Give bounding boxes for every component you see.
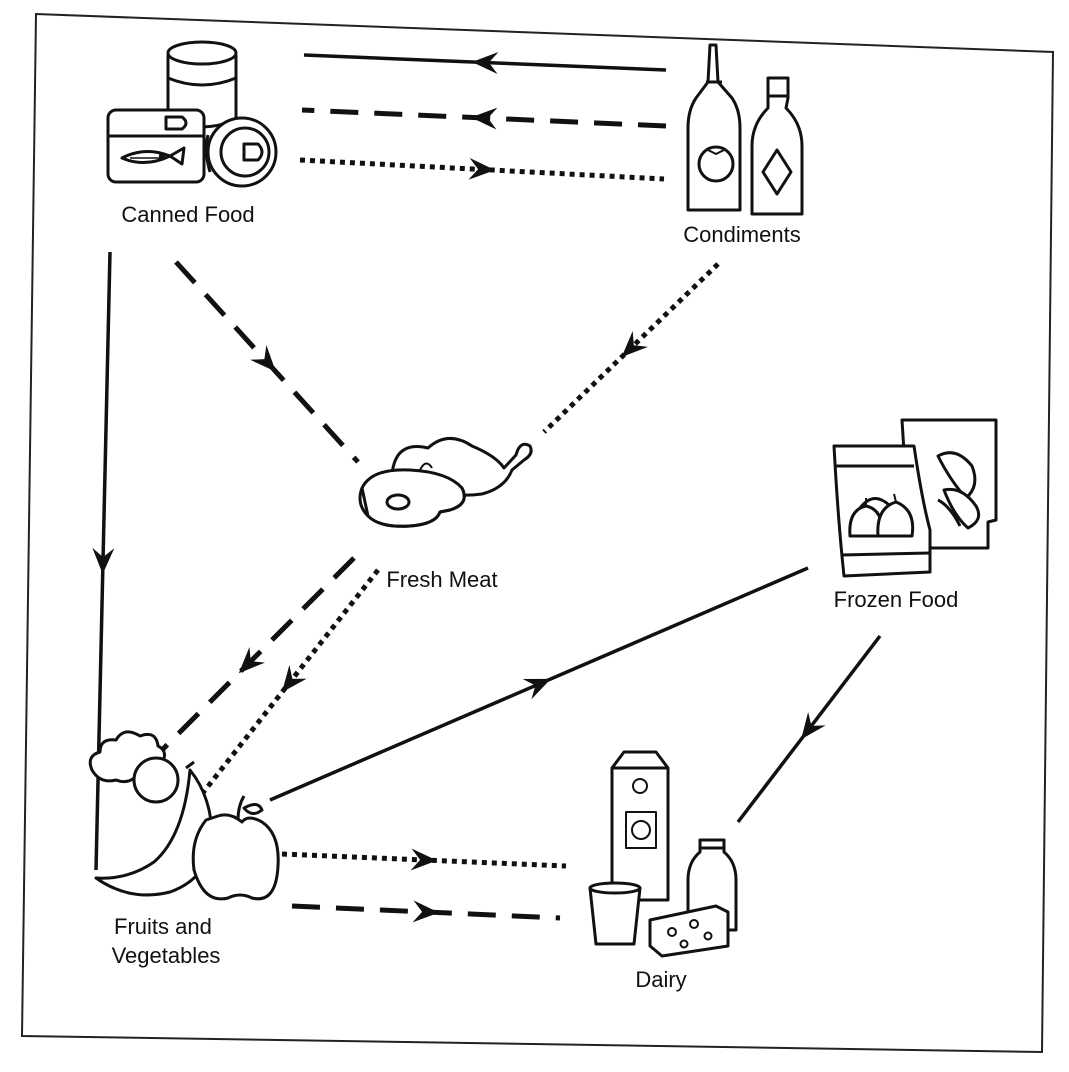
frozen-food-icon [832,418,998,578]
diagram-frame [20,12,1055,1054]
edge-arrowhead-condiments-to-canned-dashed [471,107,498,130]
node-label-fruits-line1: Fruits and [114,914,212,939]
fresh-meat-icon [358,437,533,528]
edge-arrowhead-frozen-to-dairy-solid [801,711,826,740]
edge-arrowhead-fruits-to-frozen-solid [522,678,551,700]
edge-arrowhead-condiments-to-canned-solid [472,52,499,75]
edge-arrowhead-meat-to-fruits-dotted [281,664,307,693]
node-label-fruits-line2: Vegetables [112,943,221,968]
condiments-icon [686,43,804,216]
edge-arrowhead-meat-to-fruits-dashed [238,647,265,674]
node-label-meat: Fresh Meat [386,567,497,592]
fruits-vegetables-icon [88,730,280,901]
edge-arrowhead-fruits-to-dairy-dashed [412,900,439,923]
edge-arrowhead-canned-to-fruits-solid [92,547,115,574]
node-label-dairy: Dairy [635,967,686,992]
edges-layer [92,52,882,923]
node-label-fruits: Fruits and Vegetables [112,914,221,968]
node-label-frozen: Frozen Food [834,587,959,612]
edge-arrowhead-fruits-to-dairy-dotted [410,848,437,871]
node-label-condiments: Condiments [683,222,800,247]
node-label-canned: Canned Food [121,202,254,227]
canned-food-icon [106,40,278,188]
edge-arrowhead-canned-to-meat-dashed [250,344,276,372]
edge-arrowhead-condiments-to-meat-dotted [621,331,648,358]
edge-arrowhead-canned-to-condiments-dotted [468,157,495,180]
dairy-icon [588,750,738,958]
